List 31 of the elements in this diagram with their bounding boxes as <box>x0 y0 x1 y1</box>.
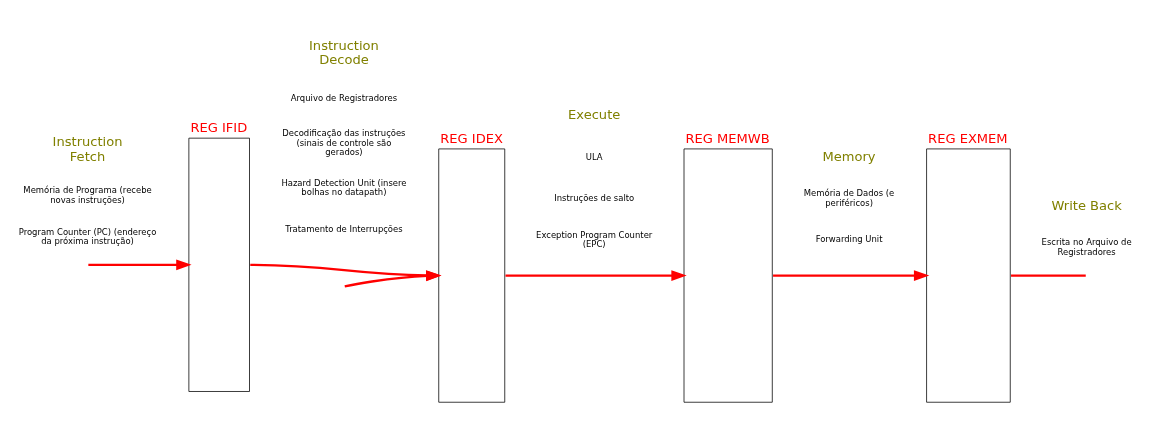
label: Forwarding Unit <box>815 234 883 245</box>
label: Memória de Dados (e periféricos) <box>803 188 895 208</box>
label: Execute <box>568 107 621 123</box>
label: Program Counter (PC) (endereço da próxima instrução) <box>18 226 157 246</box>
node-box <box>438 148 506 403</box>
label: Exception Program Counter (EPC) <box>536 229 653 250</box>
label: Instruções de salto <box>554 192 635 203</box>
connector <box>1011 274 1086 277</box>
node-label: REG EXMEM <box>928 131 1008 147</box>
arrow <box>344 270 442 288</box>
node-box <box>926 148 1011 403</box>
label: Decodificação das instruções (sinais de controle são gerados) <box>282 128 406 157</box>
label: Arquivo de Registradores <box>290 93 398 104</box>
arrow <box>773 270 930 281</box>
arrow <box>505 270 687 281</box>
label: Escrita no Arquivo de Registradores <box>1041 237 1132 257</box>
label: Instruction Decode <box>309 37 379 68</box>
label: Memória de Programa (recebe novas instruções) <box>23 185 152 205</box>
label: Instruction Fetch <box>52 134 123 164</box>
label: Write Back <box>1051 197 1122 213</box>
label: ULA <box>585 151 603 162</box>
label: Hazard Detection Unit (insere bolhas no datapath) <box>281 177 407 197</box>
arrow <box>250 263 442 282</box>
node-label: REG IDEX <box>440 131 503 147</box>
node-label: REG MEMWB <box>685 131 770 147</box>
node-box <box>188 137 250 392</box>
node-box <box>683 148 773 403</box>
label: Memory <box>822 148 876 164</box>
arrow <box>88 259 192 271</box>
label: Tratamento de Interrupções <box>285 223 403 234</box>
node-label: REG IFID <box>190 120 248 136</box>
